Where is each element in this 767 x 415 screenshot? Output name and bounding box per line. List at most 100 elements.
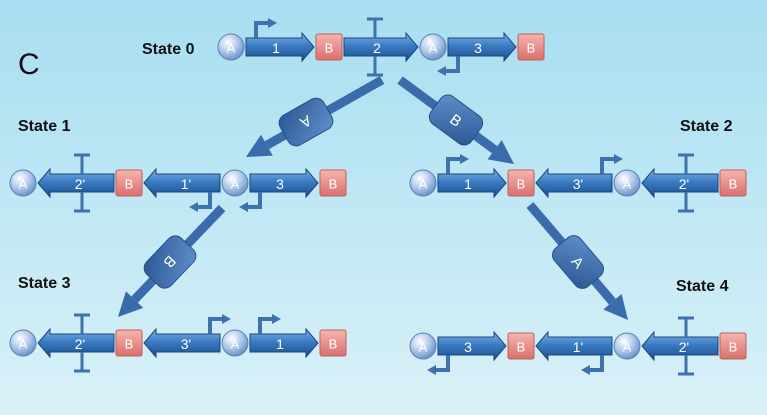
panel-label: C [18, 48, 40, 81]
s2-site-b-6 [719, 169, 747, 197]
s1-site-b-6-label: B [329, 177, 338, 192]
s1-site-a-0 [9, 169, 37, 197]
recombinase-s0_s2-box [428, 94, 484, 146]
state-4-title: State 4 [676, 278, 729, 295]
s0-gene-2 [343, 31, 419, 63]
transition-s2_s4: A [526, 202, 628, 320]
s1-site-a-4-label: A [231, 177, 240, 192]
transition-arrows: A B B A [118, 76, 628, 320]
s4-site-a-4-label: A [623, 340, 632, 355]
construct-s0: A 1 B 2 A 3 B [217, 17, 545, 77]
s3-gene-3 [249, 327, 319, 359]
recombinase-s2_s4: A [552, 235, 604, 289]
s1-site-b-2-label: B [125, 177, 134, 192]
s1-gene-3-label: 3 [276, 176, 284, 192]
s4-terminator-3 [678, 316, 694, 376]
s0-promoter-3 [437, 56, 460, 76]
recombinase-s0_s1-box [278, 97, 334, 147]
state-2-title: State 2 [680, 118, 733, 135]
s0-site-a-4 [419, 33, 447, 61]
s4-gene-2-label: 1' [573, 339, 583, 355]
s4-site-a-4 [613, 332, 641, 360]
construct-s1: A 2' B 1' A 3 B [9, 153, 347, 213]
s0-terminator-2 [367, 17, 383, 77]
s4-promoter-2 [581, 355, 604, 375]
s0-gene-2-label: 2 [373, 40, 381, 56]
s4-gene-1-label: 3 [464, 339, 472, 355]
s3-site-a-0 [9, 329, 37, 357]
s4-site-b-2-label: B [517, 340, 526, 355]
s2-gene-1 [437, 167, 507, 199]
s3-site-b-6 [319, 329, 347, 357]
s4-site-b-6 [719, 332, 747, 360]
s0-site-b-2-label: B [325, 41, 334, 56]
s2-site-a-0-label: A [419, 177, 428, 192]
transition-s1_s3: B [118, 204, 226, 317]
s1-site-b-6 [319, 169, 347, 197]
s0-gene-1 [245, 31, 315, 63]
transition-s0_s1: A [246, 76, 385, 157]
recombinase-s0_s1: A [278, 97, 334, 147]
s0-site-b-6 [517, 33, 545, 61]
s3-promoter-3 [258, 314, 281, 334]
s0-site-a-4-label: A [429, 41, 438, 56]
transition-s1_s3-head [118, 291, 144, 317]
transition-s0_s2: B [397, 76, 514, 164]
s2-site-b-6-label: B [729, 177, 738, 192]
s0-site-a-0 [217, 33, 245, 61]
s0-site-a-0-label: A [227, 41, 236, 56]
s2-site-a-4-label: A [623, 177, 632, 192]
s3-site-b-2-label: B [125, 337, 134, 352]
s0-gene-3-label: 3 [474, 40, 482, 56]
s0-site-b-6-label: B [527, 41, 536, 56]
s1-promoter-2 [189, 192, 212, 212]
s4-site-a-0 [409, 332, 437, 360]
s2-gene-3-label: 2' [679, 176, 689, 192]
s4-site-b-2 [507, 332, 535, 360]
s4-site-a-0-label: A [419, 340, 428, 355]
s3-site-a-0-label: A [19, 337, 28, 352]
s1-site-b-2 [115, 169, 143, 197]
s3-gene-2 [143, 327, 221, 359]
s1-gene-1 [37, 167, 115, 199]
s4-gene-3 [641, 330, 719, 362]
s3-promoter-2 [208, 314, 231, 334]
s2-site-b-2-label: B [517, 177, 526, 192]
s2-gene-2-label: 3' [573, 176, 583, 192]
s1-site-a-0-label: A [19, 177, 28, 192]
transition-s0_s2-head [487, 140, 514, 164]
s0-site-b-2 [315, 33, 343, 61]
s4-promoter-1 [427, 355, 450, 375]
s1-promoter-3 [239, 192, 262, 212]
recombinase-s1_s3-box [143, 235, 197, 289]
s1-site-a-4 [221, 169, 249, 197]
s3-gene-1 [37, 327, 115, 359]
s3-gene-3-label: 1 [276, 336, 284, 352]
transition-s0_s1-head [246, 134, 273, 157]
s3-gene-2-label: 3' [181, 336, 191, 352]
s2-gene-3 [641, 167, 719, 199]
state-0-title: State 0 [142, 41, 195, 58]
s2-gene-1-label: 1 [464, 176, 472, 192]
s3-site-a-4 [221, 329, 249, 357]
s2-promoter-2 [600, 154, 623, 174]
recombinase-s0_s2: B [428, 94, 484, 146]
recombinase-s1_s3: B [143, 235, 197, 289]
s1-gene-2-label: 1' [181, 176, 191, 192]
s2-promoter-1 [446, 154, 469, 174]
state-1-title: State 1 [18, 118, 71, 135]
state-3-title: State 3 [18, 275, 71, 292]
s1-gene-1-label: 2' [75, 176, 85, 192]
s2-gene-2 [535, 167, 613, 199]
s0-gene-1-label: 1 [272, 40, 280, 56]
s3-site-b-2 [115, 329, 143, 357]
s0-promoter-1 [254, 18, 277, 38]
transition-s2_s4-head [603, 293, 628, 320]
s2-site-b-2 [507, 169, 535, 197]
s4-gene-3-label: 2' [679, 339, 689, 355]
